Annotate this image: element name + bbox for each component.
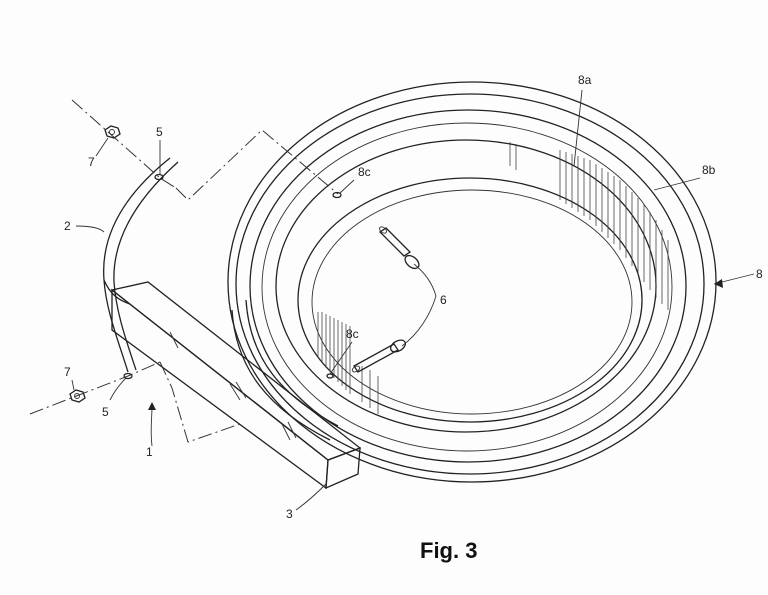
construction-line-bottom bbox=[159, 361, 241, 443]
leader-lines bbox=[71, 89, 755, 511]
label-5-bottom: 5 bbox=[102, 405, 109, 419]
strap-2 bbox=[103, 157, 179, 380]
bar-front-face bbox=[111, 288, 329, 490]
axis-line-bottom bbox=[29, 361, 161, 415]
label-2: 2 bbox=[64, 219, 71, 233]
figure-caption: Fig. 3 bbox=[420, 538, 477, 563]
hole-8c-top bbox=[332, 191, 342, 199]
spiral-tail-outer bbox=[231, 309, 331, 441]
strap-hole-top bbox=[154, 173, 164, 181]
ring-inner-core bbox=[311, 189, 633, 415]
label-8c-top: 8c bbox=[358, 165, 371, 179]
coil-ring-8 bbox=[227, 81, 717, 483]
nut-top bbox=[104, 125, 121, 139]
label-1: 1 bbox=[146, 445, 153, 459]
hole-8c-bottom bbox=[326, 373, 334, 379]
label-7-top: 7 bbox=[88, 155, 95, 169]
label-5-top: 5 bbox=[156, 125, 163, 139]
strap-hole-bottom bbox=[123, 372, 133, 380]
spiral-tail-inner bbox=[245, 299, 339, 427]
nut-bottom bbox=[69, 389, 86, 403]
ring-mid-edge bbox=[249, 109, 687, 463]
ring-mid-edge-2 bbox=[261, 122, 673, 452]
label-8b: 8b bbox=[702, 163, 716, 177]
label-8a: 8a bbox=[578, 73, 592, 87]
ring-inner-upper bbox=[275, 139, 657, 433]
label-7-bottom: 7 bbox=[64, 365, 71, 379]
bar-top-face bbox=[110, 281, 362, 461]
label-8c-bottom: 8c bbox=[346, 327, 359, 341]
label-6: 6 bbox=[440, 293, 447, 307]
bar-3 bbox=[110, 281, 362, 490]
axis-line-top bbox=[71, 99, 177, 189]
ring-outer-edge bbox=[227, 81, 717, 483]
ring-inner-lower bbox=[297, 177, 643, 423]
ring-outer-edge-2 bbox=[235, 93, 705, 475]
outer-band-hatch-right bbox=[509, 142, 669, 310]
label-8: 8 bbox=[756, 267, 763, 281]
label-3: 3 bbox=[286, 507, 293, 521]
bar-end-face bbox=[325, 447, 361, 490]
inner-wall-hatch-left bbox=[317, 312, 379, 414]
dowel-pin-lower bbox=[351, 339, 407, 373]
construction-line-top bbox=[175, 129, 339, 201]
